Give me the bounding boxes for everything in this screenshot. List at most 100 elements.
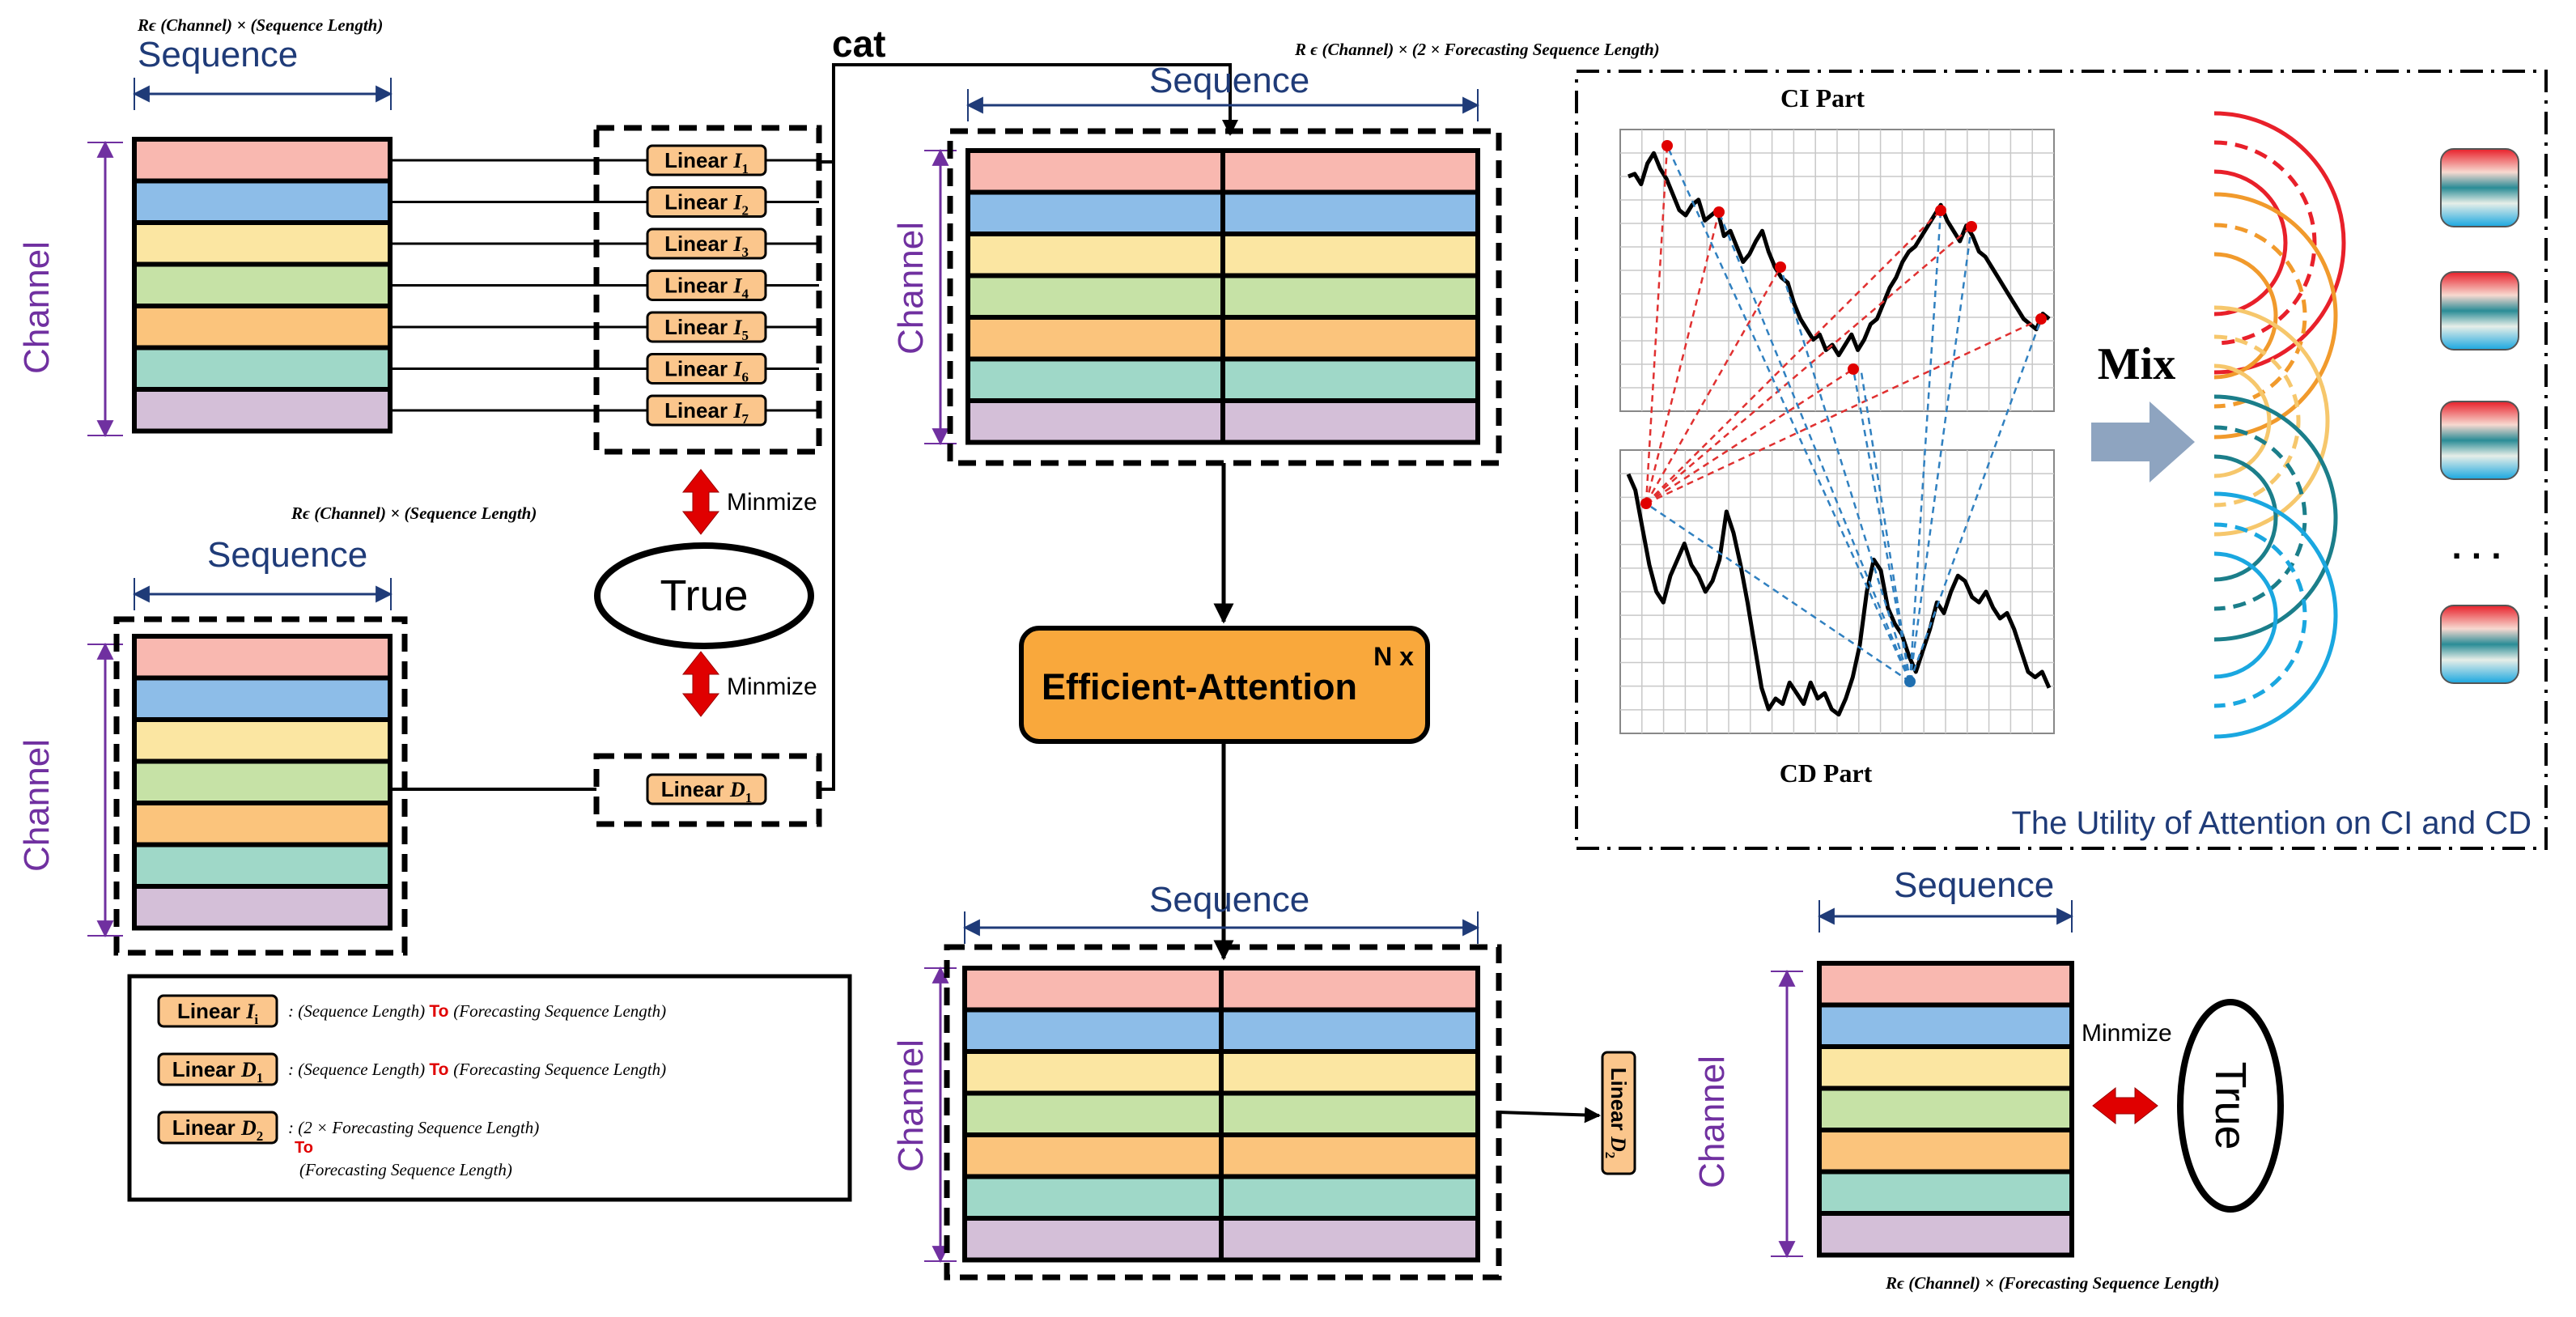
channel-label: Channel xyxy=(1692,1056,1732,1188)
wave-arc xyxy=(2213,252,2278,380)
dim-label-input-bottom: Rϵ (Channel) × (Sequence Length) xyxy=(291,503,537,523)
legend-row: Linear D1 : (Sequence Length) To (Forecas… xyxy=(157,1052,666,1086)
efficient-attention-block: Efficient-Attention N x xyxy=(1019,626,1430,744)
minimize-arrow-final xyxy=(2092,1086,2158,1125)
linear-d2-label: Linear D2 xyxy=(1602,1068,1631,1159)
attention-links xyxy=(1640,140,2047,687)
wave-arc xyxy=(2213,169,2288,317)
channel-row xyxy=(132,758,393,805)
linear-i-6-label: Linear I6 xyxy=(664,357,749,385)
legend-linear-box: Linear Ii xyxy=(157,994,278,1028)
wave-arc xyxy=(2213,551,2278,679)
dim-label-input-top: Rϵ (Channel) × (Sequence Length) xyxy=(137,15,383,35)
channel-row xyxy=(132,801,393,848)
sequence-label: Sequence xyxy=(1149,61,1309,100)
ci-attention-point xyxy=(1713,206,1725,218)
wave-arc xyxy=(2213,491,2338,739)
cd-attention-point xyxy=(1640,498,1652,509)
channel-row xyxy=(1817,1128,2074,1175)
wave-arc xyxy=(2213,425,2307,611)
dim-label-concat: R ϵ (Channel) × (2 × Forecasting Sequenc… xyxy=(1294,40,1660,59)
sequence-label: Sequence xyxy=(138,35,298,74)
sequence-label: Sequence xyxy=(1894,865,2054,905)
wave-arc xyxy=(2213,454,2278,582)
final-output-matrix: Sequence Channel Rϵ (Channel) × (Forecas… xyxy=(1692,865,2219,1293)
wave-arc xyxy=(2213,334,2301,508)
mixed-tokens xyxy=(2440,148,2519,684)
channel-row xyxy=(1817,1169,2074,1216)
utility-panel xyxy=(1575,70,2548,850)
mix-arrow xyxy=(2091,401,2195,482)
channel-row xyxy=(1817,1085,2074,1132)
linear-i-4-label: Linear I4 xyxy=(664,274,749,302)
minimize-label-final: Minmize xyxy=(2082,1020,2172,1047)
linear-i-2: Linear I2 xyxy=(646,186,767,219)
flow-arrow-to-linear-d2 xyxy=(1498,1107,1601,1124)
linear-i-1: Linear I1 xyxy=(646,144,767,176)
linear-d2: Linear D2 xyxy=(1601,1051,1636,1175)
ci-attention-point xyxy=(1848,363,1859,375)
efficient-attention-label: Efficient-Attention xyxy=(1042,666,1357,707)
mixed-attention-waves xyxy=(2213,111,2346,739)
ci-part-plot xyxy=(1619,129,2055,412)
linear-i-3-label: Linear I3 xyxy=(664,232,749,260)
legend-row: Linear Ii : (Sequence Length) To (Forecas… xyxy=(157,994,666,1028)
linear-i-6: Linear I6 xyxy=(646,353,767,385)
channel-row xyxy=(132,387,393,434)
sequence-label: Sequence xyxy=(207,535,367,575)
ci-attention-point xyxy=(1661,140,1673,151)
true-label-final: True xyxy=(2206,1061,2255,1149)
channel-row xyxy=(132,261,393,308)
ci-part-title: CI Part xyxy=(1780,83,1865,113)
linear-d1: Linear D1 xyxy=(646,773,767,805)
cat-arrow xyxy=(819,63,1238,164)
true-ellipse xyxy=(594,542,814,649)
minimize-arrow-upper xyxy=(681,469,720,535)
channel-row xyxy=(1817,1002,2074,1049)
mixed-token xyxy=(2440,148,2519,227)
input-matrix-ci: Rϵ (Channel) × (Sequence Length) Sequenc… xyxy=(17,15,393,438)
wave-arc xyxy=(2213,522,2307,708)
channel-label: Channel xyxy=(891,222,931,355)
true-ellipse-final xyxy=(2177,999,2284,1213)
mixed-token xyxy=(2440,605,2519,684)
ci-attention-point xyxy=(2035,313,2047,325)
cd-query-point xyxy=(1904,676,1916,687)
minimize-label-upper: Minmize xyxy=(727,489,817,516)
legend-desc: : (Sequence Length) To (Forecasting Sequ… xyxy=(288,1060,666,1079)
cd-part-plot xyxy=(1619,449,2055,734)
legend-row: Linear D2: (2 × Forecasting Sequence Len… xyxy=(157,1111,539,1179)
linear-i-1-label: Linear I1 xyxy=(664,148,749,176)
linear-i-7: Linear I7 xyxy=(646,394,767,427)
legend-linear-box-label: Linear Ii xyxy=(177,999,258,1027)
channel-row xyxy=(132,178,393,225)
legend-linear-box: Linear D1 xyxy=(157,1052,278,1086)
utility-caption: The Utility of Attention on CI and CD xyxy=(2011,805,2531,841)
legend-desc-to: (Forecasting Sequence Length) xyxy=(299,1160,512,1179)
mixed-token xyxy=(2440,401,2519,480)
channel-row xyxy=(132,304,393,350)
channel-row xyxy=(132,842,393,889)
legend-to-word: To xyxy=(295,1139,313,1157)
channel-row xyxy=(132,634,393,681)
linear-i-group-box xyxy=(593,125,822,455)
legend-desc: : (2 × Forecasting Sequence Length) xyxy=(288,1118,539,1137)
linear-i-2-label: Linear I2 xyxy=(664,190,749,219)
ci-attention-point xyxy=(1775,261,1786,273)
linear-d1-label: Linear D1 xyxy=(661,777,753,805)
channel-row xyxy=(1817,961,2074,1008)
ci-attention-point xyxy=(1966,221,1977,232)
concat-matrix: R ϵ (Channel) × (2 × Forecasting Sequenc… xyxy=(891,40,1660,466)
cat-line-d1 xyxy=(819,162,835,791)
channel-row xyxy=(132,345,393,392)
legend-linear-box-label: Linear D1 xyxy=(172,1057,264,1085)
channel-label: Channel xyxy=(891,1039,931,1172)
channel-row xyxy=(1817,1044,2074,1091)
channel-label: Channel xyxy=(17,241,57,374)
true-label: True xyxy=(660,571,748,620)
linear-i-5-label: Linear I5 xyxy=(664,315,749,343)
legend-desc: : (Sequence Length) To (Forecasting Sequ… xyxy=(288,1001,666,1021)
wave-arc xyxy=(2213,394,2338,642)
linear-i-4: Linear I4 xyxy=(646,270,767,302)
cd-series-line xyxy=(1626,473,2052,717)
